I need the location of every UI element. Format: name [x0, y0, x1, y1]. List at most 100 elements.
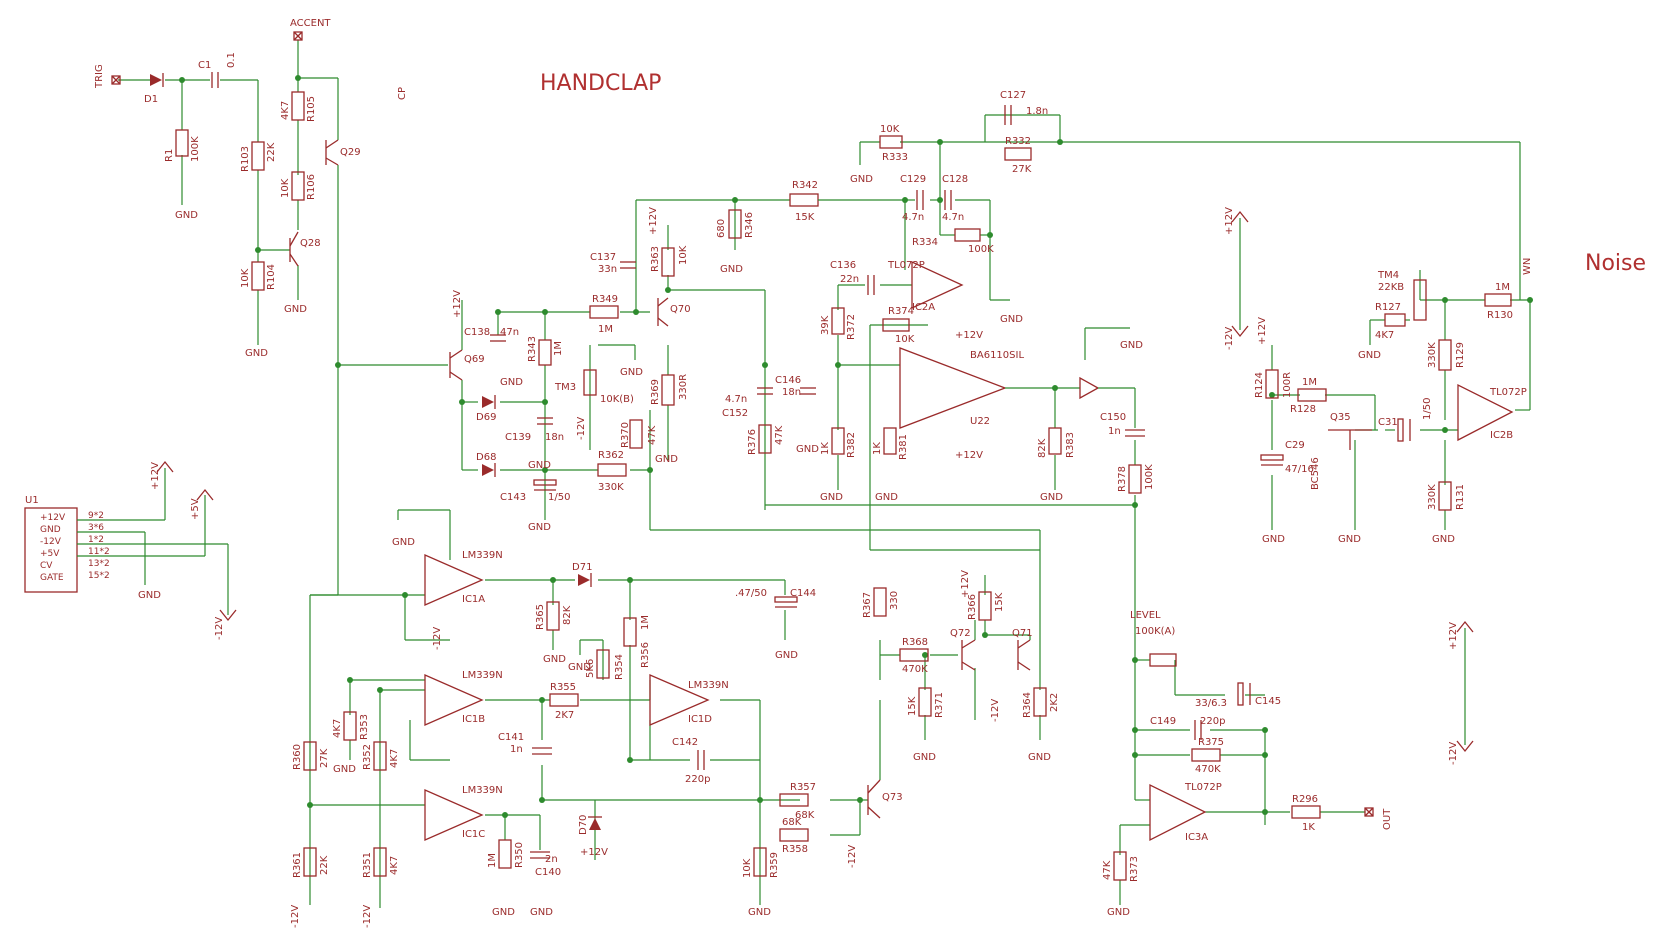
r364-label: R364 — [1022, 692, 1033, 718]
r129-value: 330K — [1427, 342, 1438, 368]
r355-value: 2K7 — [555, 710, 574, 721]
resistor-r378-icon — [1128, 464, 1142, 494]
r103-label: R103 — [240, 146, 251, 172]
ic1d-type: LM339N — [688, 680, 729, 691]
r362-label: R362 — [598, 450, 624, 461]
resistor-r360-icon — [303, 741, 317, 771]
capacitor-c138-icon — [490, 334, 506, 342]
tm3-n12-label: -12V — [576, 417, 587, 440]
r363-p12-label: +12V — [648, 207, 659, 235]
u1-p12-label: +12V — [150, 462, 161, 490]
d70-p12-label: +12V — [580, 847, 608, 858]
q72-n12-label: -12V — [990, 699, 1001, 722]
q70-label: Q70 — [670, 304, 691, 315]
q35-label: Q35 — [1330, 412, 1351, 423]
c146-value: 18n — [782, 387, 801, 398]
r357-value: 68K — [795, 810, 815, 821]
transistor-q69-icon — [449, 349, 463, 381]
resistor-r375-icon — [1191, 748, 1221, 762]
transistor-q70-icon — [657, 297, 669, 327]
r383-value: 82K — [1037, 438, 1048, 458]
comparator-ic1a-icon — [424, 554, 484, 606]
resistor-r358-icon — [779, 828, 809, 842]
c141-value: 1n — [510, 744, 523, 755]
r130-label: R130 — [1487, 310, 1513, 321]
capacitor-c152-icon — [757, 387, 773, 395]
capacitor-c141-icon — [532, 747, 552, 755]
minus12v-arrow-icon — [219, 609, 237, 622]
c1-label: C1 — [198, 60, 211, 71]
resistor-r350-icon — [498, 839, 512, 869]
resistor-r351-icon — [373, 847, 387, 877]
c145-label: C145 — [1255, 696, 1281, 707]
resistor-r356-icon — [623, 617, 637, 647]
c144-value: .47/50 — [735, 588, 767, 599]
r376-value: 47K — [774, 425, 785, 445]
resistor-r357-icon — [779, 793, 809, 807]
gnd-label-r382: GND — [820, 492, 843, 503]
capacitor-c144-icon — [774, 596, 798, 608]
r346-label: R346 — [744, 212, 755, 238]
capacitor-c149-icon — [1194, 720, 1202, 740]
r333-label: R333 — [882, 152, 908, 163]
resistor-r105-icon — [291, 91, 305, 121]
resistor-r381-icon — [883, 427, 897, 455]
resistor-r1-icon — [175, 129, 189, 157]
potentiometer-level-icon[interactable] — [1149, 653, 1177, 667]
resistor-r371-icon — [918, 687, 932, 717]
r376-label: R376 — [747, 429, 758, 455]
out-port-icon[interactable] — [1364, 807, 1374, 817]
r349-value: 1M — [598, 324, 613, 335]
c29-label: C29 — [1285, 440, 1305, 451]
r332-value: 27K — [1012, 164, 1032, 175]
ic2a-type: TL072P — [887, 260, 925, 271]
gnd-label-r353: GND — [333, 764, 356, 775]
r333-value: 10K — [880, 124, 900, 135]
r131-label: R131 — [1455, 484, 1466, 510]
r363-label: R363 — [650, 246, 661, 272]
gnd-label-r346: GND — [720, 264, 743, 275]
ic1d-label: IC1D — [688, 714, 712, 725]
r363-value: 10K — [678, 245, 689, 265]
gnd-label-r359: GND — [748, 907, 771, 918]
resistor-r352-icon — [373, 741, 387, 771]
gnd-label-r127: GND — [1358, 350, 1381, 361]
c142-value: 220p — [685, 774, 710, 785]
r106-label: R106 — [306, 174, 317, 200]
r378-value: 100K — [1144, 464, 1155, 490]
trimmer-tm3-icon — [583, 369, 597, 396]
r382-value: 1K — [820, 442, 831, 455]
gnd-label-r381: GND — [875, 492, 898, 503]
ic1c-label: IC1C — [462, 829, 485, 840]
c136-label: C136 — [830, 260, 856, 271]
r366-value: 15K — [994, 592, 1005, 612]
resistor-r130-icon — [1484, 293, 1512, 307]
gnd-label-r383: GND — [1040, 492, 1063, 503]
ic1b-label: IC1B — [462, 714, 485, 725]
connector-u1: U1 +12V GND -12V +5V CV GATE 9*2 3*6 1*2… — [24, 460, 237, 640]
u1-pin-5: 13*2 — [88, 559, 110, 569]
r368-value: 470K — [902, 664, 928, 675]
gnd-label-c140: GND — [530, 907, 553, 918]
r356-value: 1M — [640, 615, 651, 630]
r381-label: R381 — [898, 434, 909, 460]
capacitor-c127-icon — [1004, 105, 1012, 125]
r369-value: 330R — [678, 374, 689, 400]
c137-value: 33n — [598, 264, 617, 275]
resistor-r353-icon — [343, 711, 357, 741]
transistor-q73-icon — [867, 779, 881, 819]
r334-value: 100K — [968, 244, 994, 255]
r361-label: R361 — [292, 852, 303, 878]
u22-type: BA6110SIL — [970, 350, 1024, 361]
r371-label: R371 — [934, 692, 945, 718]
c140-label: C140 — [535, 867, 561, 878]
wn-label: WN — [1522, 258, 1533, 275]
r370-value: 47K — [647, 425, 658, 445]
gnd-label-r1: GND — [175, 210, 198, 221]
resistor-r365-icon — [546, 601, 560, 631]
r358-label: R358 — [782, 844, 808, 855]
comparator-section: LM339N IC1A LM339N IC1B LM339N IC1C LM33… — [290, 509, 903, 928]
gnd-label-c29: GND — [1262, 534, 1285, 545]
c128-value: 4.7n — [942, 212, 964, 223]
gnd-label-r365: GND — [543, 654, 566, 665]
